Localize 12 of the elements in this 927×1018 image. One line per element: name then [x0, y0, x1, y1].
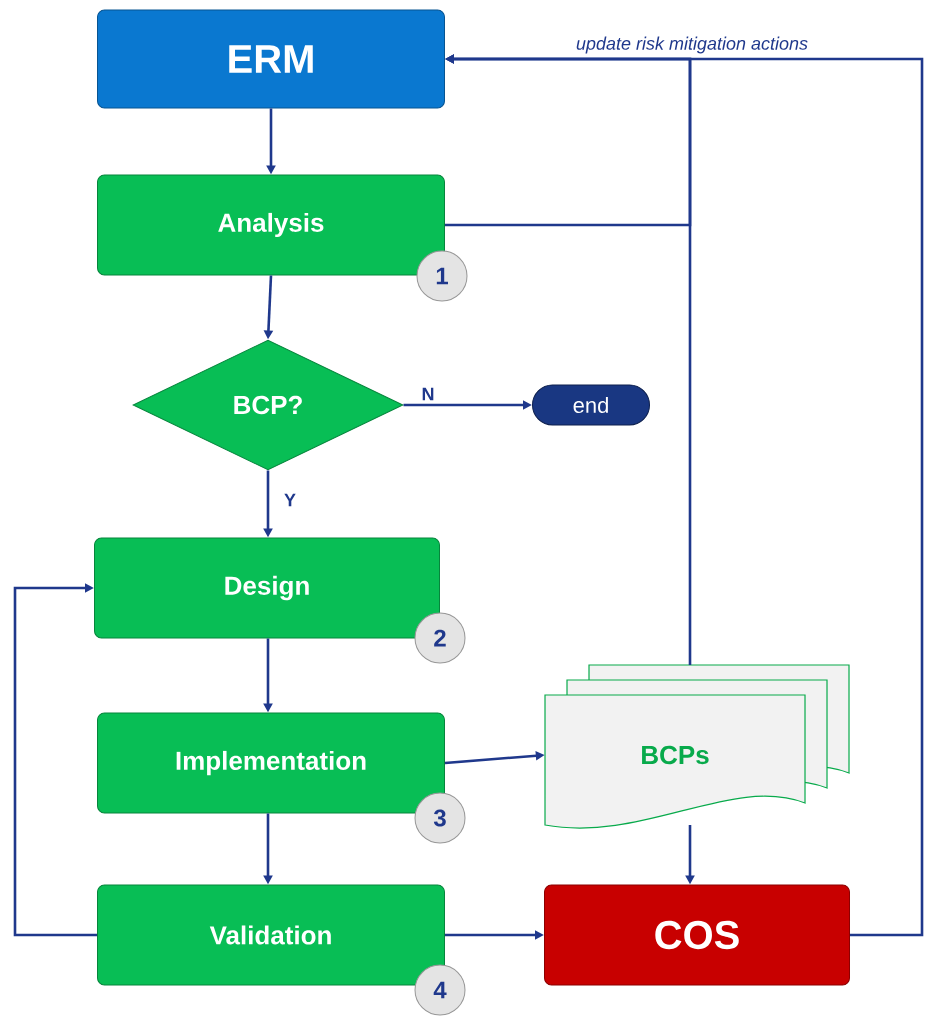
arrow [13, 583, 97, 937]
callout-number: 4 [414, 964, 466, 1016]
callout-number: 1 [416, 250, 468, 302]
edge-label: Y [283, 492, 297, 508]
document-stack: BCPs [544, 664, 850, 829]
terminator-pill: end [532, 384, 650, 426]
callout-number: 2 [414, 612, 466, 664]
edge-label: update risk mitigation actions [574, 35, 810, 55]
callout-number: 3 [414, 792, 466, 844]
edge-label: N [420, 386, 436, 402]
process-box: COS [544, 884, 850, 986]
process-box: ERM [97, 9, 445, 109]
